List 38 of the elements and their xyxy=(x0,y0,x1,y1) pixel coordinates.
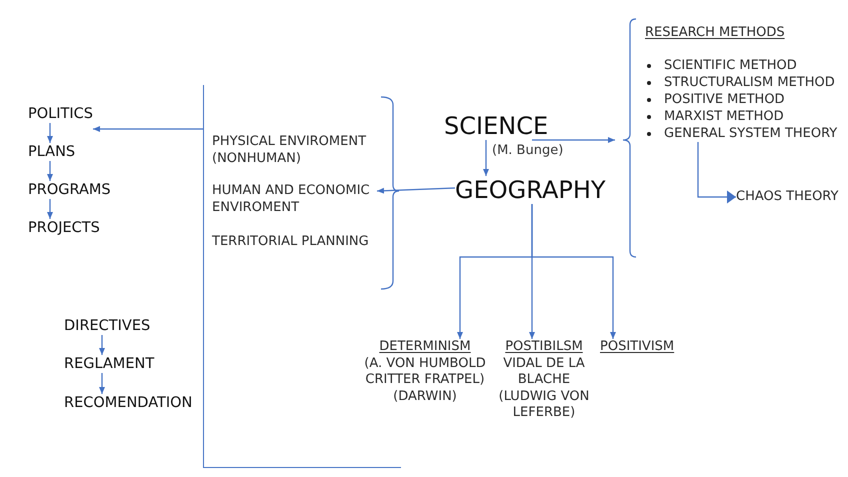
hierarchy-label: PROGRAMS xyxy=(28,181,111,199)
school-heading: POSITIVISM xyxy=(600,339,674,356)
arrow xyxy=(92,126,203,132)
author-note: (A. VON HUMBOLD CRITTER FRATPEL) xyxy=(363,356,487,388)
topic-label: TERRITORIAL PLANNING xyxy=(212,233,377,250)
author-note: (DARWIN) xyxy=(393,388,457,405)
school-heading: POSTIBILSM xyxy=(505,339,583,356)
topic-label: PHYSICAL ENVIROMENT (NONHUMAN) xyxy=(212,133,377,167)
section-heading: RESEARCH METHODS xyxy=(645,24,785,41)
hierarchy-label: RECOMENDATION xyxy=(64,394,192,412)
method-item: MARXIST METHOD xyxy=(664,108,784,125)
method-item: STRUCTURALISM METHOD xyxy=(664,74,835,91)
arrow xyxy=(47,123,53,143)
concept-heading: GEOGRAPHY xyxy=(455,176,606,204)
arrow xyxy=(531,204,616,339)
citation-note: (M. Bunge) xyxy=(492,143,564,159)
arrow xyxy=(47,161,53,181)
method-item: SCIENTIFIC METHOD xyxy=(664,57,797,74)
hierarchy-label: PLANS xyxy=(28,143,76,161)
method-item: POSITIVE METHOD xyxy=(664,91,785,108)
arrow xyxy=(532,137,615,143)
author-note: VIDAL DE LA BLACHE xyxy=(502,356,586,388)
topic-label: HUMAN AND ECONOMIC ENVIROMENT xyxy=(212,182,377,216)
arrow xyxy=(47,199,53,219)
arrow xyxy=(99,335,105,355)
hierarchy-label: DIRECTIVES xyxy=(64,317,150,335)
arrow xyxy=(376,187,456,194)
hierarchy-label: PROJECTS xyxy=(28,219,100,237)
hierarchy-label: REGLAMENT xyxy=(64,355,154,373)
arrow xyxy=(483,140,489,176)
arrow xyxy=(99,373,105,394)
method-item: GENERAL SYSTEM THEORY xyxy=(664,125,838,142)
author-note: (LUDWIG VON LEFERBE) xyxy=(498,388,590,422)
concept-heading: SCIENCE xyxy=(444,112,548,140)
hierarchy-label: POLITICS xyxy=(28,105,93,123)
school-heading: DETERMINISM xyxy=(379,339,471,356)
topic-label: CHAOS THEORY xyxy=(736,188,838,205)
arrow xyxy=(697,142,736,204)
